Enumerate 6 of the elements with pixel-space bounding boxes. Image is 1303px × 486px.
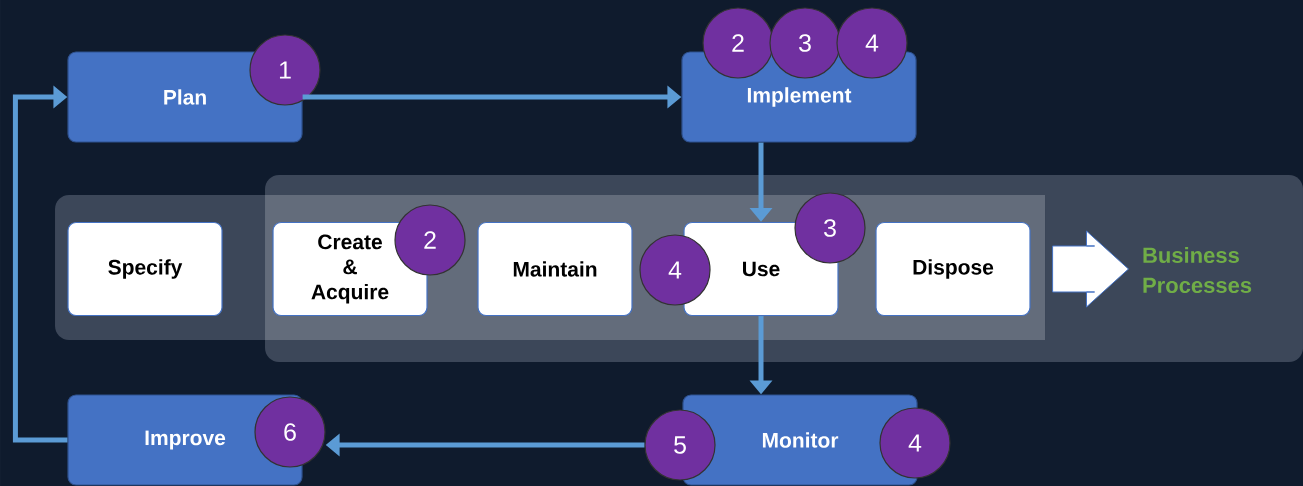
stage-box: Specify [67,221,223,317]
stage-box: Maintain [477,221,633,317]
block-arrow [1052,230,1129,308]
stage-box: Dispose [875,221,1031,317]
arrow [12,85,68,443]
output-label: Business Processes [1143,246,1252,294]
